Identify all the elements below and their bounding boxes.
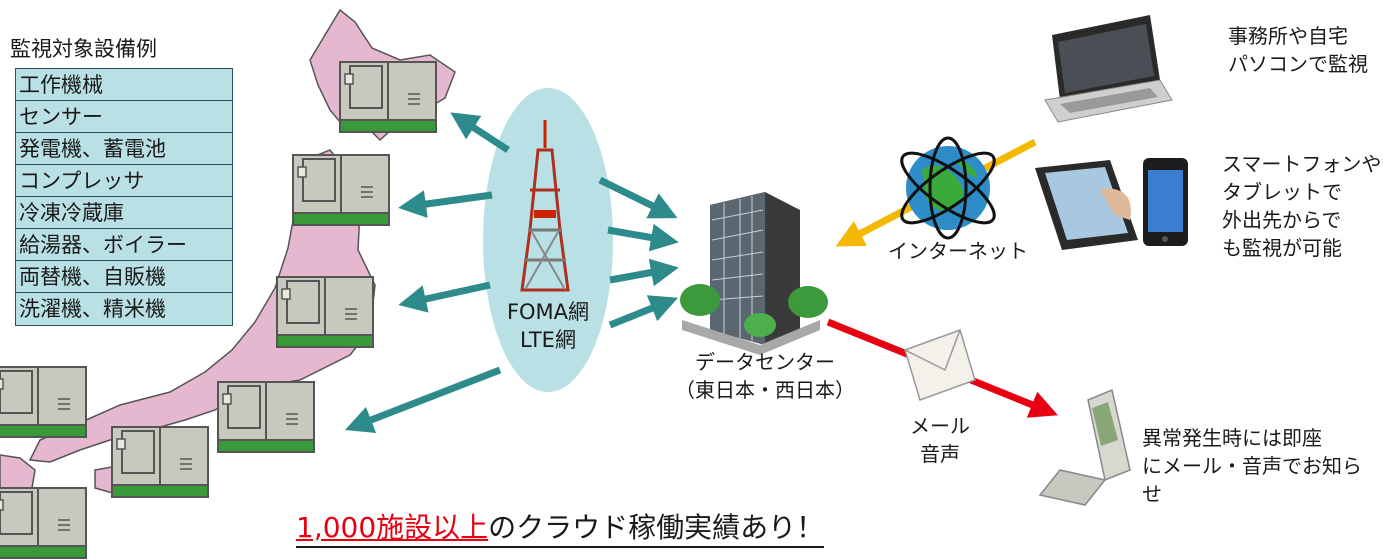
equipment-item: 両替機、自販機 (16, 261, 232, 293)
pc-description-line2: パソコンで監視 (1228, 52, 1368, 76)
tagline-highlight: 1,000施設以上 (296, 511, 489, 544)
pc-description: 事務所や自宅 パソコンで監視 (1228, 22, 1368, 78)
pc-description-line1: 事務所や自宅 (1228, 24, 1348, 48)
equipment-item: 洗濯機、精米機 (19, 297, 166, 321)
equipment-item: 工作機械 (16, 69, 232, 101)
datacenter-building-icon (680, 192, 828, 355)
alert-description: 異常発生時には即座 にメール・音声でお知ら せ (1142, 424, 1362, 508)
tagline-rest: のクラウド稼働実績あり！ (488, 511, 825, 544)
equipment-item: センサー (16, 101, 232, 133)
smartphone-description-line4: も監視が可能 (1222, 236, 1342, 260)
equipment-cabinet-icon (217, 381, 315, 453)
equipment-item: 冷凍冷蔵庫 (16, 197, 232, 229)
network-label-foma: FOMA網 (506, 300, 590, 324)
radio-tower-icon (520, 120, 570, 292)
mobile-phone-icon (1038, 388, 1131, 506)
equipment-item: 給湯器、ボイラー (16, 229, 232, 261)
equipment-cabinet-icon (339, 61, 437, 133)
smartphone-description-line3: 外出先からで (1222, 208, 1342, 232)
equipment-cabinet-icon (292, 154, 390, 226)
alert-description-line2: にメール・音声でお知ら (1142, 454, 1362, 478)
network-to-datacenter-arrows (598, 176, 679, 329)
equipment-cabinet-icon (276, 276, 374, 348)
envelope-icon (904, 329, 976, 401)
equipment-list: 工作機械 センサー 発電機、蓄電池 コンプレッサ 冷凍冷蔵庫 給湯器、ボイラー … (15, 68, 233, 326)
smartphone-description: スマートフォンや タブレットで 外出先からで も監視が可能 (1222, 150, 1381, 262)
equipment-item: コンプレッサ (16, 165, 232, 197)
smartphone-icon (1143, 158, 1188, 246)
alert-description-line3: せ (1142, 482, 1162, 506)
alert-description-line1: 異常発生時には即座 (1142, 426, 1322, 450)
globe-icon (900, 136, 996, 240)
datacenter-label-line2: （東日本・西日本） (675, 378, 855, 402)
smartphone-description-line1: スマートフォンや (1222, 152, 1382, 176)
tablet-icon (1035, 160, 1138, 250)
network-ellipse (483, 88, 613, 392)
equipment-cabinet-icon (0, 366, 87, 438)
tagline: 1,000施設以上のクラウド稼働実績あり！ (296, 510, 825, 548)
equipment-list-title: 監視対象設備例 (10, 37, 157, 61)
network-label: FOMA網 LTE網 (483, 298, 613, 354)
internet-label: インターネット (888, 239, 1028, 263)
equipment-cabinet-icon (111, 426, 209, 498)
network-label-lte: LTE網 (520, 328, 576, 352)
mail-label: メール (910, 414, 970, 438)
laptop-icon (1044, 15, 1173, 123)
datacenter-label-line1: データセンター (695, 350, 835, 374)
smartphone-description-line2: タブレットで (1222, 180, 1342, 204)
equipment-item: 発電機、蓄電池 (16, 133, 232, 165)
mail-voice-label: メール 音声 (900, 412, 980, 468)
network-to-equipment-arrows (344, 112, 510, 433)
voice-label: 音声 (920, 442, 960, 466)
datacenter-label: データセンター （東日本・西日本） (655, 348, 875, 404)
equipment-cabinet-icon (0, 487, 87, 559)
